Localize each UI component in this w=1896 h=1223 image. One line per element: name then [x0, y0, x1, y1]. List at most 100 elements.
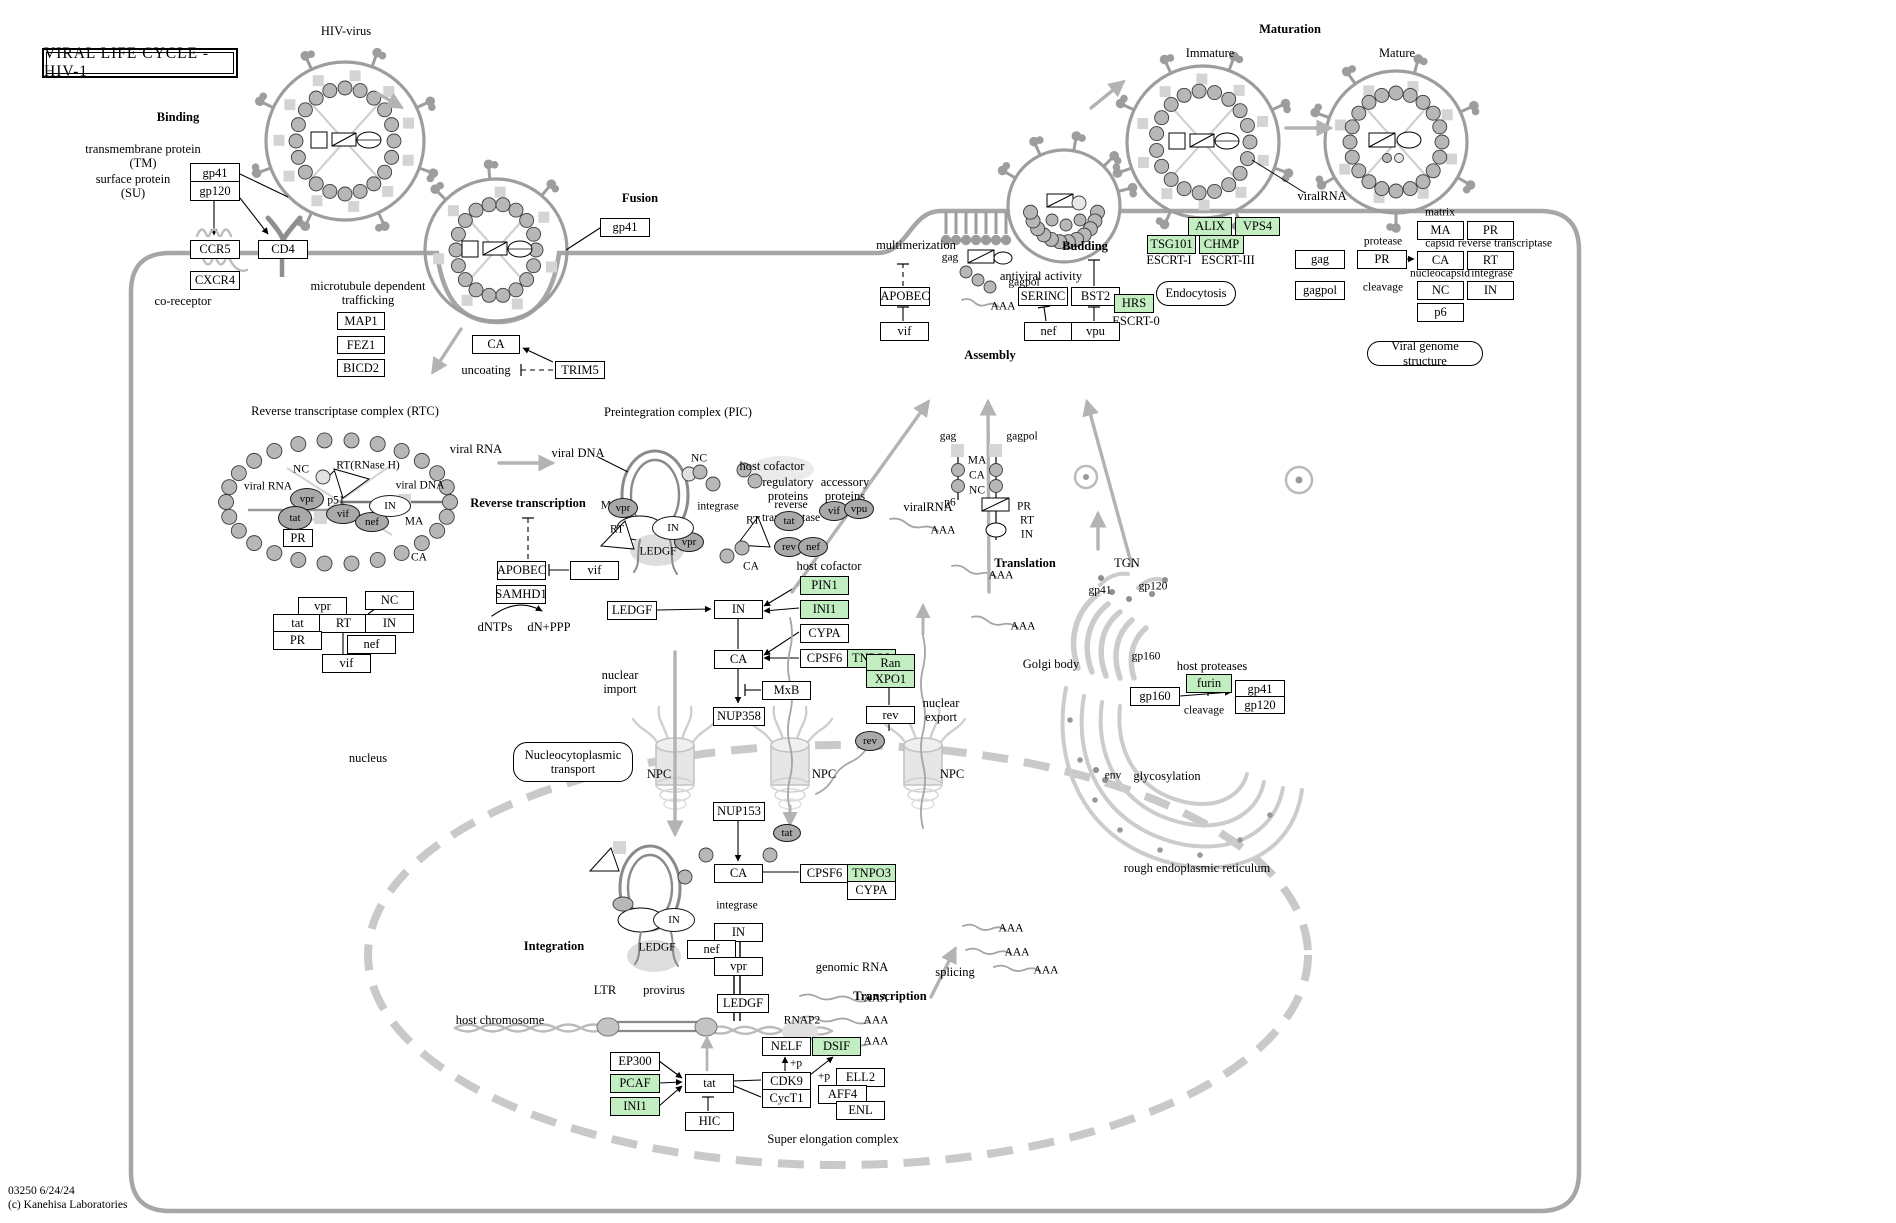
gene-box-ca-genome[interactable]: CA	[1417, 251, 1464, 270]
gene-box-serinc[interactable]: SERINC	[1018, 287, 1068, 306]
gene-box-ledgf-cyto[interactable]: LEDGF	[607, 601, 657, 620]
gene-box-vps4[interactable]: VPS4	[1235, 217, 1280, 236]
gene-box-ini1-cyto[interactable]: INI1	[800, 600, 849, 619]
trim5-to-ca-arrow	[522, 347, 554, 363]
gene-box-gp41-binding[interactable]: gp41	[190, 163, 240, 183]
gene-box-apobec-asm[interactable]: APOBEC	[880, 287, 930, 306]
gene-box-bst2[interactable]: BST2	[1071, 287, 1120, 306]
gene-box-fez1[interactable]: FEZ1	[337, 336, 385, 354]
gene-box-gp120-cleave[interactable]: gp120	[1235, 696, 1285, 714]
gene-box-pr-rtc[interactable]: PR	[283, 529, 313, 547]
rounded-box-endocytosis[interactable]: Endocytosis	[1156, 281, 1236, 306]
gene-box-nef-asm[interactable]: nef	[1024, 322, 1073, 341]
gene-box-in-nuc[interactable]: IN	[714, 923, 763, 942]
gene-box-tsg101[interactable]: TSG101	[1147, 235, 1196, 254]
gene-box-trim5[interactable]: TRIM5	[555, 361, 605, 379]
gene-box-cd4[interactable]: CD4	[258, 240, 308, 259]
gene-box-cypa-nuc[interactable]: CYPA	[847, 881, 896, 900]
gene-box-legend-in[interactable]: IN	[365, 614, 414, 633]
gene-box-furin[interactable]: furin	[1186, 674, 1232, 693]
gene-box-in-genome[interactable]: IN	[1467, 281, 1514, 300]
gene-box-hic[interactable]: HIC	[685, 1112, 734, 1131]
gene-box-legend-pr[interactable]: PR	[273, 631, 322, 650]
gene-box-apobec-rt[interactable]: APOBEC	[497, 561, 546, 580]
gene-box-tat-tx[interactable]: tat	[685, 1074, 734, 1093]
label-aaa-9: AAA	[1004, 946, 1030, 959]
label-rtc-p51: p51	[327, 494, 345, 507]
gene-box-nup358[interactable]: NUP358	[713, 707, 765, 726]
gene-box-samhd1[interactable]: SAMHD1	[495, 585, 547, 604]
gene-box-nup153[interactable]: NUP153	[713, 802, 765, 821]
gene-box-ca-uncoating[interactable]: CA	[472, 335, 520, 354]
rtc-capsid-circle	[413, 535, 430, 552]
gene-box-ell2[interactable]: ELL2	[836, 1068, 885, 1087]
fusing-virion-env-spike	[487, 168, 492, 180]
budding-virion-env-spike-knob	[1129, 189, 1137, 198]
label-viralrna-cyto: viralRNA	[903, 500, 953, 514]
gene-box-vif-asm[interactable]: vif	[880, 322, 929, 341]
gene-box-nc-genome[interactable]: NC	[1417, 281, 1464, 300]
gene-box-mxb[interactable]: MxB	[762, 681, 811, 700]
label-tm-protein: transmembrane protein (TM)	[85, 142, 201, 170]
gene-box-ledgf-nuc[interactable]: LEDGF	[717, 994, 769, 1013]
gene-box-gp160-cleave[interactable]: gp160	[1130, 687, 1180, 706]
gene-box-map1[interactable]: MAP1	[337, 312, 385, 330]
gene-box-cxcr4[interactable]: CXCR4	[190, 271, 240, 290]
label-host-cofactor-green: host cofactor	[796, 559, 862, 573]
gene-box-vpr-nuc[interactable]: vpr	[714, 957, 763, 976]
gene-box-bicd2[interactable]: BICD2	[337, 359, 385, 377]
fusing-virion-capsid-circle	[495, 197, 511, 213]
gene-box-ep300[interactable]: EP300	[610, 1052, 660, 1071]
gene-box-rev-export[interactable]: rev	[866, 706, 915, 724]
gene-box-enl[interactable]: ENL	[836, 1101, 885, 1120]
mature-virion-env-spike-knob	[1471, 107, 1480, 116]
gene-box-legend-nc[interactable]: NC	[365, 591, 414, 610]
gene-box-legend-vpr[interactable]: vpr	[298, 597, 347, 616]
gene-box-pr-genome[interactable]: PR	[1357, 250, 1407, 269]
fusing-virion-capsid-circle	[519, 212, 535, 228]
gene-box-ran[interactable]: Ran	[866, 654, 915, 672]
gene-box-nelf[interactable]: NELF	[762, 1037, 811, 1056]
hiv-virion-icon-rect-diagonal	[331, 132, 357, 147]
gene-box-alix[interactable]: ALIX	[1188, 217, 1232, 236]
gene-box-legend-vif[interactable]: vif	[322, 654, 371, 673]
gene-box-dsif[interactable]: DSIF	[812, 1037, 861, 1056]
gene-box-gag-genome[interactable]: gag	[1295, 250, 1345, 269]
gene-box-pr2-genome[interactable]: PR	[1467, 221, 1514, 240]
gene-box-gp41-fusion[interactable]: gp41	[600, 218, 650, 237]
gene-box-pin1[interactable]: PIN1	[800, 576, 849, 595]
pic-host-cofactor-circle	[719, 548, 735, 564]
gene-box-gagpol-genome[interactable]: gagpol	[1295, 281, 1345, 300]
gene-box-cpsf6-nuc[interactable]: CPSF6	[800, 864, 849, 883]
label-gp160-golgi: gp160	[1131, 650, 1161, 663]
gene-box-legend-nef[interactable]: nef	[347, 635, 396, 654]
gene-box-p6-genome[interactable]: p6	[1417, 303, 1464, 322]
gene-box-rt-genome[interactable]: RT	[1467, 251, 1514, 270]
gene-box-ca-cyto[interactable]: CA	[714, 650, 763, 669]
hiv-virion-matrix-square	[312, 75, 324, 87]
gene-box-ma-genome[interactable]: MA	[1417, 221, 1464, 240]
gene-box-cypa[interactable]: CYPA	[800, 624, 849, 643]
gene-box-chmp[interactable]: CHMP	[1199, 235, 1244, 254]
er-membrane	[1098, 700, 1266, 828]
gene-box-vif-rt[interactable]: vif	[570, 561, 619, 580]
gene-box-ini1-tx[interactable]: INI1	[610, 1097, 660, 1116]
gene-box-pcaf[interactable]: PCAF	[610, 1074, 660, 1093]
gene-box-nef-nuc[interactable]: nef	[687, 940, 736, 959]
gene-box-vpu[interactable]: vpu	[1071, 322, 1120, 341]
gene-box-gp120-binding[interactable]: gp120	[190, 181, 240, 201]
label-escrt3: ESCRT-III	[1201, 253, 1255, 267]
gene-box-cyct1[interactable]: CycT1	[762, 1089, 811, 1108]
gene-box-xpo1[interactable]: XPO1	[866, 670, 915, 688]
gene-box-hrs[interactable]: HRS	[1114, 294, 1154, 313]
rounded-box-viral-genome-structure[interactable]: Viral genome structure	[1367, 339, 1483, 368]
rounded-box-nucleocytoplasmic-transport[interactable]: Nucleocytoplasmic transport	[513, 742, 633, 782]
rtc-capsid-circle	[230, 465, 247, 482]
gene-box-in-cyto[interactable]: IN	[714, 600, 763, 619]
gene-box-legend-rt[interactable]: RT	[319, 614, 368, 633]
rtc-capsid-circle	[221, 479, 238, 496]
gene-box-ca-nuc[interactable]: CA	[714, 864, 763, 883]
gene-box-ccr5[interactable]: CCR5	[190, 240, 240, 259]
gene-box-cpsf6[interactable]: CPSF6	[800, 649, 849, 668]
fusing-virion-capsid-circle	[495, 287, 511, 303]
